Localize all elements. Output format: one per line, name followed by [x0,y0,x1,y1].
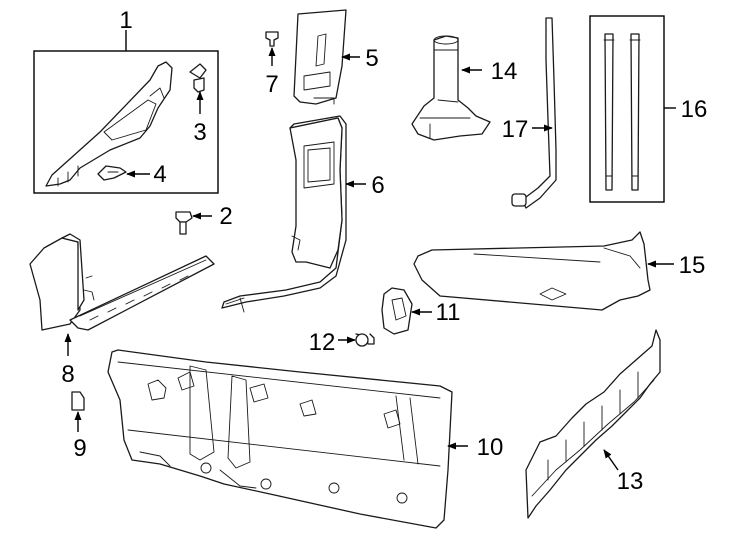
callout-10: 10 [477,434,504,461]
callout-5: 5 [365,45,378,72]
callout-4: 4 [153,161,166,188]
part-4-clip [97,165,127,181]
callout-9: 9 [73,435,86,462]
part-17-handle [511,17,557,209]
callout-2: 2 [219,203,232,230]
callout-8: 8 [61,361,74,388]
part-15-tray [413,231,651,311]
part-3-clip [189,63,207,93]
part-1-pillar-trim [45,61,173,187]
part-12-screw [355,333,375,347]
part-5-trim [293,9,347,105]
part-9-clip [71,391,85,411]
leader-13 [603,449,619,471]
part-8-sill [29,233,215,331]
callout-17: 17 [502,116,529,143]
part-11-bracket [381,287,413,335]
callout-1: 1 [119,7,132,34]
callout-6: 6 [371,172,384,199]
part-14-jack [411,35,491,141]
callout-13: 13 [617,468,644,495]
callout-11: 11 [436,299,461,326]
callout-16: 16 [681,96,708,123]
part-16-group [589,15,676,203]
part-1-group [33,30,219,194]
part-10-rear-panel [107,349,453,529]
part-7-clip [265,31,279,47]
callout-3: 3 [193,119,206,146]
callout-14: 14 [491,58,518,85]
part-13-insulator [525,329,661,519]
callout-15: 15 [679,252,706,279]
part-6-trim [221,115,347,313]
callout-7: 7 [265,71,278,98]
callout-12: 12 [309,329,336,356]
part-2-bolt [175,211,193,235]
part-16-box [589,15,665,203]
